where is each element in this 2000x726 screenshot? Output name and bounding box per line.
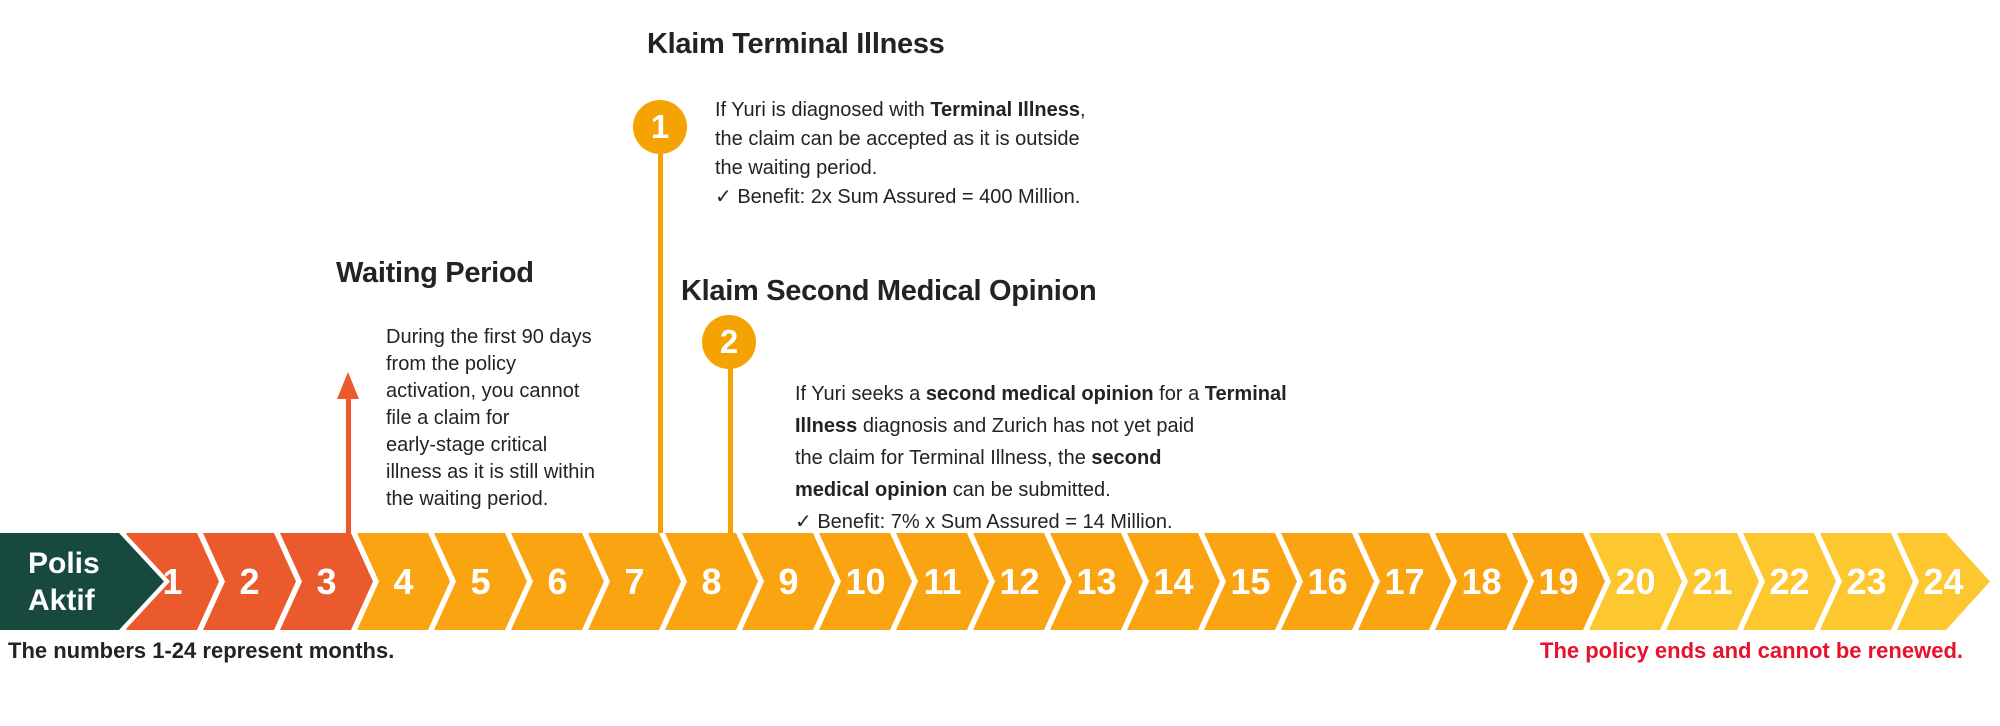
month-label: 12 xyxy=(999,560,1040,602)
text-segment: diagnosis and Zurich has not yet paid th… xyxy=(795,415,1195,469)
month-label: 14 xyxy=(1153,560,1194,602)
timeline-month-18: 18 xyxy=(1435,533,1528,630)
check-icon: ✓ xyxy=(795,511,818,533)
month-label: 11 xyxy=(923,560,962,602)
month-label: 17 xyxy=(1384,560,1425,602)
text-segment: Terminal Illness xyxy=(795,383,1287,437)
month-label: 8 xyxy=(701,560,722,602)
waiting-period-title: Waiting Period xyxy=(336,257,534,289)
month-label: 1 xyxy=(162,560,183,602)
text-segment: second medical opinion xyxy=(925,383,1154,405)
month-label: 7 xyxy=(624,560,645,602)
month-label: 22 xyxy=(1769,560,1810,602)
text-segment: If Yuri seeks a xyxy=(795,383,926,405)
timeline-month-17: 17 xyxy=(1358,533,1451,630)
month-label: 2 xyxy=(239,560,260,602)
text-segment: Benefit: 7% x Sum Assured = 14 Million. xyxy=(817,511,1173,533)
month-label: 9 xyxy=(778,560,799,602)
month-label: 13 xyxy=(1076,560,1117,602)
check-icon: ✓ xyxy=(715,186,738,208)
waiting-period-description: During the first 90 days from the policy… xyxy=(386,326,595,510)
second-opinion-title: Klaim Second Medical Opinion xyxy=(681,275,1097,307)
terminal-illness-title: Klaim Terminal Illness xyxy=(647,28,945,60)
marker-2-number: 2 xyxy=(719,323,739,360)
month-label: 5 xyxy=(470,560,491,602)
month-label: 4 xyxy=(393,560,414,602)
month-label: 15 xyxy=(1230,560,1271,602)
marker-2-connector-line xyxy=(728,367,733,533)
month-label: 6 xyxy=(547,560,568,602)
policy-end-footnote: The policy ends and cannot be renewed. xyxy=(1540,638,1963,663)
timeline-month-14: 14 xyxy=(1127,533,1220,630)
month-label: 10 xyxy=(845,560,886,602)
marker-1-number: 1 xyxy=(650,108,670,145)
text-segment: If Yuri is diagnosed with xyxy=(715,99,931,121)
text-segment: Benefit: 2x Sum Assured = 400 Million. xyxy=(737,186,1081,208)
text-segment: , the claim can be accepted as it is out… xyxy=(715,99,1086,179)
second-opinion-description: If Yuri seeks a second medical opinion f… xyxy=(795,378,1355,538)
timeline-month-22: 22 xyxy=(1743,533,1836,630)
month-label: 3 xyxy=(316,560,337,602)
month-label: 16 xyxy=(1307,560,1348,602)
text-segment: for a xyxy=(1153,383,1205,405)
policy-active-label: Polis Aktif xyxy=(28,546,100,617)
text-segment: Terminal Illness xyxy=(930,99,1080,121)
month-label: 21 xyxy=(1692,560,1733,602)
months-footnote: The numbers 1-24 represent months. xyxy=(8,638,395,663)
marker-1-badge: 1 xyxy=(633,100,687,154)
text-segment: second medical opinion xyxy=(795,447,1162,501)
month-label: 19 xyxy=(1538,560,1579,602)
marker-2-badge: 2 xyxy=(702,315,756,369)
month-label: 23 xyxy=(1846,560,1887,602)
marker-1-connector-line xyxy=(658,152,663,533)
month-label: 18 xyxy=(1461,560,1502,602)
waiting-period-arrow-shaft xyxy=(346,398,351,533)
month-label: 20 xyxy=(1615,560,1656,602)
waiting-period-arrow-head xyxy=(337,372,359,399)
text-segment: can be submitted. xyxy=(952,479,1111,501)
month-label: 24 xyxy=(1923,560,1964,602)
terminal-illness-description: If Yuri is diagnosed with Terminal Illne… xyxy=(715,96,1235,212)
